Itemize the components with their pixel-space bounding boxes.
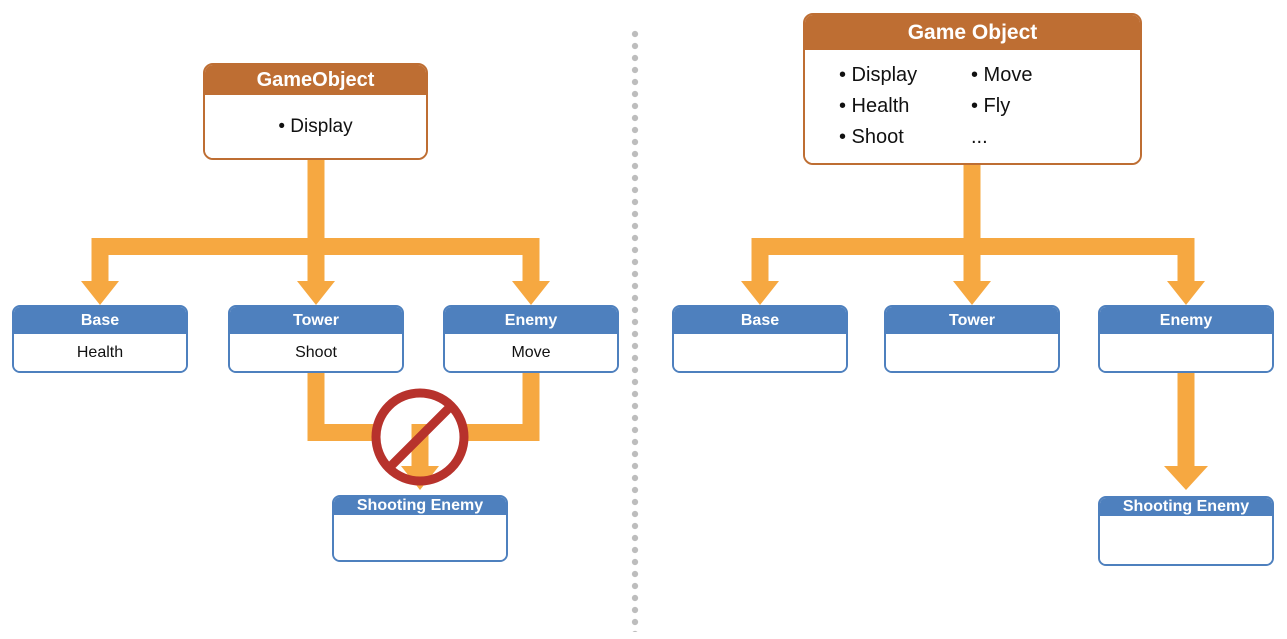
right-shooting-enemy-body (1100, 516, 1272, 564)
left-shooting-enemy-body (334, 515, 506, 560)
left-tower-title: Tower (230, 307, 402, 334)
right-base-box: Base (672, 305, 848, 373)
component-item: • Display (839, 64, 918, 86)
left-base-body: Health (14, 334, 186, 371)
right-base-title: Base (674, 307, 846, 334)
left-base-box: Base Health (12, 305, 188, 373)
left-enemy-title: Enemy (445, 307, 617, 334)
right-tower-body (886, 334, 1058, 371)
left-gameobject-box: GameObject • Display (203, 63, 428, 160)
left-tower-box: Tower Shoot (228, 305, 404, 373)
component-item: • Move (971, 64, 1033, 86)
left-base-title: Base (14, 307, 186, 334)
right-enemy-box: Enemy (1098, 305, 1274, 373)
left-shooting-enemy-box: Shooting Enemy (332, 495, 508, 562)
component-item: • Shoot (839, 126, 904, 148)
right-base-body (674, 334, 846, 371)
right-enemy-body (1100, 334, 1272, 371)
right-inherit-arrow (1164, 373, 1208, 490)
component-item: • Fly (971, 95, 1011, 117)
right-game-object-body: • Display • Health • Shoot • Move • Fly … (805, 50, 1140, 163)
right-tower-title: Tower (886, 307, 1058, 334)
right-game-object-col1: • Display • Health • Shoot (805, 60, 965, 153)
component-item: • Health (839, 95, 910, 117)
right-game-object-title: Game Object (805, 15, 1140, 50)
right-game-object-box: Game Object • Display • Health • Shoot •… (803, 13, 1142, 165)
left-gameobject-body: • Display (205, 95, 426, 158)
left-enemy-box: Enemy Move (443, 305, 619, 373)
component-item: ... (971, 126, 988, 148)
right-tower-box: Tower (884, 305, 1060, 373)
left-enemy-body: Move (445, 334, 617, 371)
right-shooting-enemy-box: Shooting Enemy (1098, 496, 1274, 566)
no-entry-icon (371, 388, 469, 490)
panel-divider-dotted-line (631, 28, 639, 632)
left-shooting-enemy-title: Shooting Enemy (334, 497, 506, 515)
right-game-object-col2: • Move • Fly ... (965, 60, 1032, 153)
right-branch-arrows (741, 164, 1205, 305)
right-shooting-enemy-title: Shooting Enemy (1100, 498, 1272, 516)
left-tower-body: Shoot (230, 334, 402, 371)
left-branch-arrows (81, 159, 550, 305)
right-enemy-title: Enemy (1100, 307, 1272, 334)
left-gameobject-title: GameObject (205, 65, 426, 95)
